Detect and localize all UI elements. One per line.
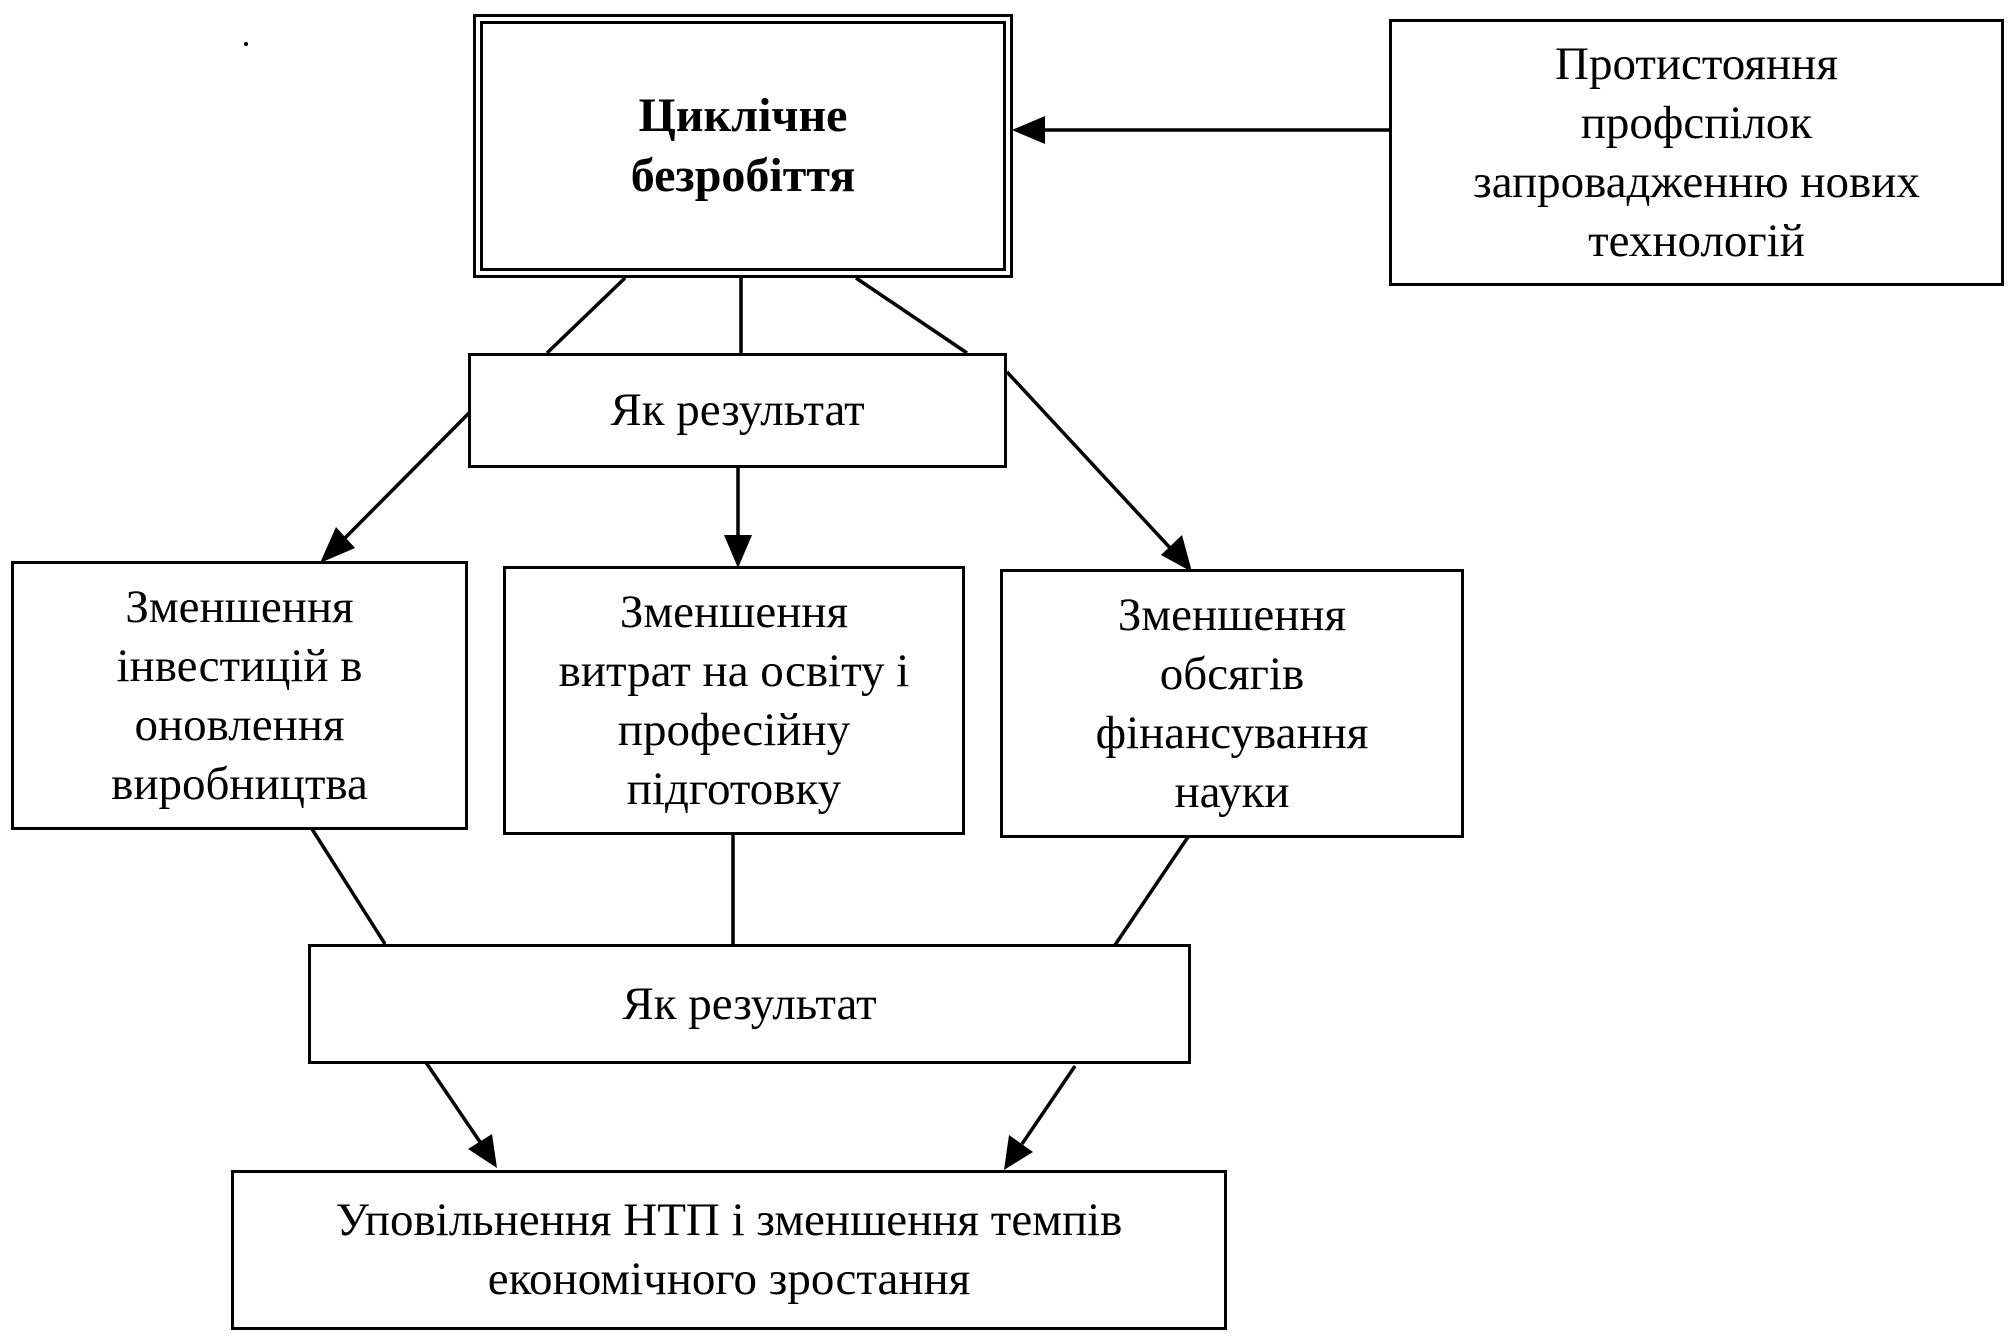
line-investment-to-result: [310, 828, 387, 945]
result-box-bottom: Як результат: [308, 944, 1191, 1064]
arrowhead-science: [1161, 535, 1192, 572]
result-bottom-label: Як результат: [622, 977, 877, 1030]
arrowhead-investment: [320, 527, 355, 563]
final-outcome-label: Уповільнення НТП і зменшення темпів екон…: [335, 1194, 1123, 1305]
effect-investment-label: Зменшення інвестицій в оновлення виробни…: [111, 580, 368, 810]
arrowhead-final-right: [1004, 1135, 1033, 1170]
line-science-to-result: [1111, 836, 1190, 949]
main-box-label: Циклічне безробіття: [630, 89, 856, 202]
result-top-label: Як результат: [610, 384, 865, 436]
effect-education-label: Зменшення витрат на освіту і професійну …: [558, 585, 910, 815]
arrowhead-main: [1012, 116, 1045, 144]
main-box-cyclical-unemployment: Циклічне безробіття: [473, 14, 1013, 278]
final-outcome-box: Уповільнення НТП і зменшення темпів екон…: [231, 1170, 1227, 1330]
line-result-to-final-left: [423, 1060, 482, 1143]
effect-investment-box: Зменшення інвестицій в оновлення виробни…: [11, 561, 468, 830]
arrowhead-education: [724, 535, 752, 568]
effect-science-label: Зменшення обсягів фінансування науки: [1095, 588, 1369, 818]
result-box-top: Як результат: [468, 353, 1007, 468]
arrowhead-final-left: [468, 1134, 497, 1168]
speck-mark: [244, 42, 248, 46]
line-main-to-result-right: [855, 276, 968, 355]
line-result-to-investment: [343, 410, 472, 540]
effect-education-box: Зменшення витрат на освіту і професійну …: [503, 566, 965, 835]
effect-science-box: Зменшення обсягів фінансування науки: [1000, 569, 1464, 838]
union-opposition-box: Протистояння профспілок запровадженню но…: [1389, 19, 2004, 286]
line-result-to-science: [1005, 370, 1174, 552]
line-result-to-final-right: [1020, 1065, 1077, 1145]
line-main-to-result-left: [545, 276, 627, 355]
union-opposition-label: Протистояння профспілок запровадженню но…: [1473, 37, 1920, 267]
